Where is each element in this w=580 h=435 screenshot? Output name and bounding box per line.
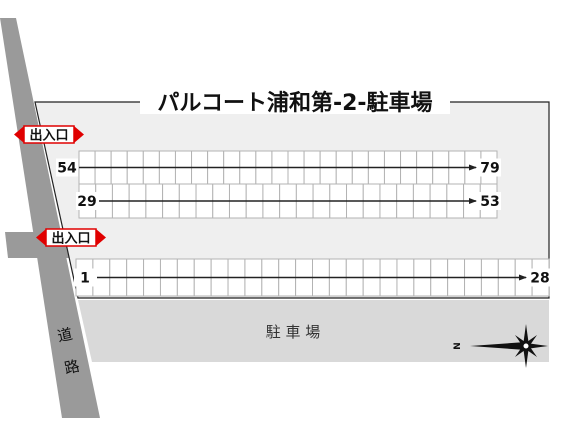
number-bg bbox=[76, 192, 98, 210]
lot-label: 駐 車 場 bbox=[266, 323, 321, 341]
road-label-2: 路 bbox=[63, 357, 81, 378]
parking-rows: 54 79 29 53 1 28 bbox=[56, 150, 551, 297]
title-bg bbox=[140, 86, 450, 114]
compass-center bbox=[522, 342, 530, 350]
parking-row: 1 28 bbox=[74, 258, 551, 297]
number-bg bbox=[479, 158, 501, 177]
entrance-arrow-left bbox=[14, 126, 24, 143]
entrance-label: 出入口 bbox=[51, 231, 90, 247]
number-bg bbox=[479, 192, 501, 210]
entrance-marker-bottom: 出入口 bbox=[36, 228, 106, 247]
compass-needle-up bbox=[523, 324, 529, 346]
page-title: パルコート浦和第-2-駐車場 bbox=[157, 90, 432, 116]
compass-needle-south bbox=[526, 343, 548, 349]
compass-icon: N bbox=[451, 324, 548, 368]
space-number-end: 79 bbox=[480, 161, 499, 177]
space-number-start: 1 bbox=[80, 271, 90, 287]
entrance-marker-top: 出入口 bbox=[14, 125, 84, 144]
road-label-1: 道 bbox=[56, 325, 74, 346]
entrance-arrow-right bbox=[74, 126, 84, 143]
parking-row: 29 53 bbox=[76, 183, 501, 219]
number-bg bbox=[74, 268, 96, 287]
number-bg bbox=[56, 158, 78, 177]
entrance-arrow-right bbox=[96, 229, 106, 246]
space-number-end: 53 bbox=[480, 194, 499, 210]
space-number-start: 54 bbox=[57, 161, 77, 177]
space-number-start: 29 bbox=[77, 194, 96, 210]
entrance-label: 出入口 bbox=[29, 128, 68, 144]
space-number-end: 28 bbox=[530, 271, 549, 287]
compass-label: N bbox=[451, 342, 461, 350]
road bbox=[0, 18, 100, 418]
compass-needle-down bbox=[523, 346, 529, 368]
parking-row: 54 79 bbox=[56, 150, 501, 185]
parking-lane bbox=[78, 300, 549, 362]
entrance-arrow-left bbox=[36, 229, 46, 246]
compass-needle-north bbox=[470, 342, 526, 350]
number-bg bbox=[529, 268, 551, 287]
